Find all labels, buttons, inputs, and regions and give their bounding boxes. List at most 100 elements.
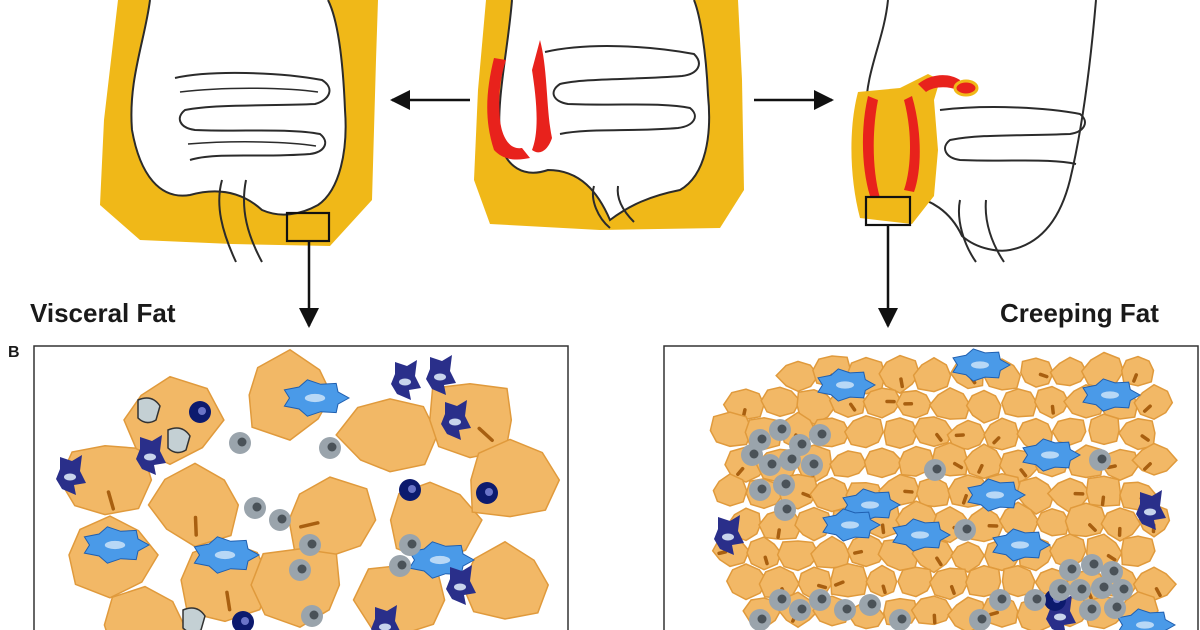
macrophage-nucleus — [817, 429, 827, 439]
dendritic-cell — [371, 605, 400, 630]
lymphocyte-nucleus — [408, 485, 416, 493]
dendritic-cell-nucleus — [434, 373, 446, 381]
adipocyte — [1088, 413, 1120, 446]
adipocyte-nucleus — [1132, 373, 1139, 383]
adipocyte — [912, 356, 952, 393]
macrophage-nucleus — [997, 594, 1007, 604]
immune-cell-nucleus — [861, 501, 879, 509]
macrophage-nucleus — [962, 524, 972, 534]
adipocyte-nucleus — [935, 556, 943, 567]
dendritic-cell-nucleus — [449, 418, 461, 426]
adipocyte-nucleus — [949, 584, 956, 595]
adipocyte-nucleus — [816, 583, 828, 590]
immune-cell-nucleus — [836, 381, 854, 389]
adipocyte-nucleus — [988, 610, 1000, 617]
macrophage-nucleus — [1112, 602, 1122, 612]
adipocyte — [335, 398, 439, 473]
immune-cell-nucleus — [304, 393, 326, 403]
adipocyte-nucleus — [899, 377, 904, 389]
macrophage-nucleus — [757, 434, 767, 444]
adipocyte-nucleus — [903, 489, 914, 494]
macrophage-nucleus — [309, 610, 319, 620]
macrophage-nucleus — [1089, 559, 1099, 569]
crescent-cell — [167, 427, 191, 454]
immune-cell-nucleus — [841, 521, 859, 529]
adipocyte-nucleus — [992, 436, 1001, 445]
macrophage-nucleus — [932, 464, 942, 474]
adipocyte-nucleus — [106, 490, 116, 511]
adipocyte-nucleus — [1140, 434, 1150, 442]
adipocyte-nucleus — [193, 515, 198, 537]
adipocyte — [863, 447, 904, 479]
adipocyte — [1131, 442, 1178, 476]
inflamed-segment-right — [862, 96, 880, 198]
adipocyte — [760, 386, 802, 418]
adipocyte — [1020, 357, 1054, 388]
dendritic-cell-nucleus — [1054, 613, 1066, 621]
macrophage-nucleus — [757, 484, 767, 494]
adipocyte-nucleus — [1106, 554, 1117, 562]
panel-letter: B — [8, 344, 20, 361]
lymphocyte-nucleus — [241, 617, 249, 625]
macrophage-nucleus — [757, 614, 767, 624]
macrophage-nucleus — [809, 459, 819, 469]
colon-left — [130, 0, 347, 216]
lymphocyte-nucleus — [485, 488, 493, 496]
lymphocyte-nucleus — [198, 407, 206, 415]
adipocyte — [1051, 417, 1087, 446]
immune-cell-nucleus — [214, 550, 236, 560]
macrophage-nucleus — [1119, 584, 1129, 594]
rectum-left — [218, 179, 263, 263]
adipocyte-nucleus — [1019, 468, 1028, 478]
adipocyte-nucleus — [935, 432, 943, 442]
macrophage-nucleus — [1057, 584, 1067, 594]
macrophage-nucleus — [797, 604, 807, 614]
adipocyte-nucleus — [299, 521, 320, 529]
macrophage-nucleus — [797, 439, 807, 449]
macrophage-nucleus — [1067, 564, 1077, 574]
adipocyte-nucleus — [477, 426, 494, 443]
adipocyte — [916, 476, 951, 508]
immune-cell-nucleus — [429, 555, 451, 565]
adipocyte — [965, 389, 1002, 424]
macrophage-nucleus — [1109, 566, 1119, 576]
adipocyte-nucleus — [801, 491, 812, 499]
adipocyte — [883, 417, 919, 449]
adipocyte — [1033, 385, 1070, 419]
adipocyte — [746, 536, 782, 571]
dendritic-cell-nucleus — [722, 533, 734, 541]
macrophage-nucleus — [787, 454, 797, 464]
adipocyte-nucleus — [1143, 462, 1152, 471]
adipocyte-nucleus — [763, 555, 769, 566]
macrophage-nucleus — [1077, 584, 1087, 594]
inflamed-segment-center-2 — [532, 40, 552, 153]
inflamed-loop-right — [918, 75, 960, 92]
adipocyte-nucleus — [848, 402, 857, 412]
adipocyte — [895, 389, 932, 419]
small-bowel-left — [174, 71, 331, 161]
macrophage-nucleus — [407, 539, 417, 549]
macrophage-nucleus — [817, 594, 827, 604]
adipocyte — [1132, 566, 1178, 601]
adipocyte-nucleus — [776, 528, 781, 540]
creeping-fat-label: Creeping Fat — [1000, 298, 1159, 328]
adipocyte — [775, 360, 820, 393]
macrophage-nucleus — [1032, 594, 1042, 604]
adipocyte — [946, 419, 987, 450]
macrophage-nucleus — [867, 599, 877, 609]
adipocyte-nucleus — [952, 461, 964, 470]
inflamed-segment-center — [487, 58, 530, 160]
adipocyte — [722, 388, 765, 421]
macrophage-nucleus — [307, 539, 317, 549]
adipocyte — [776, 540, 821, 572]
dendritic-cell-nucleus — [144, 453, 156, 461]
macrophage-nucleus — [777, 424, 787, 434]
immune-cell-nucleus — [986, 491, 1004, 499]
macrophage-nucleus — [977, 614, 987, 624]
adipocyte — [1064, 502, 1107, 538]
macrophage-nucleus — [327, 442, 337, 452]
adipocyte — [1049, 356, 1088, 387]
adipocyte — [912, 416, 953, 448]
adipocyte — [878, 354, 921, 395]
macrophage-nucleus — [842, 604, 852, 614]
